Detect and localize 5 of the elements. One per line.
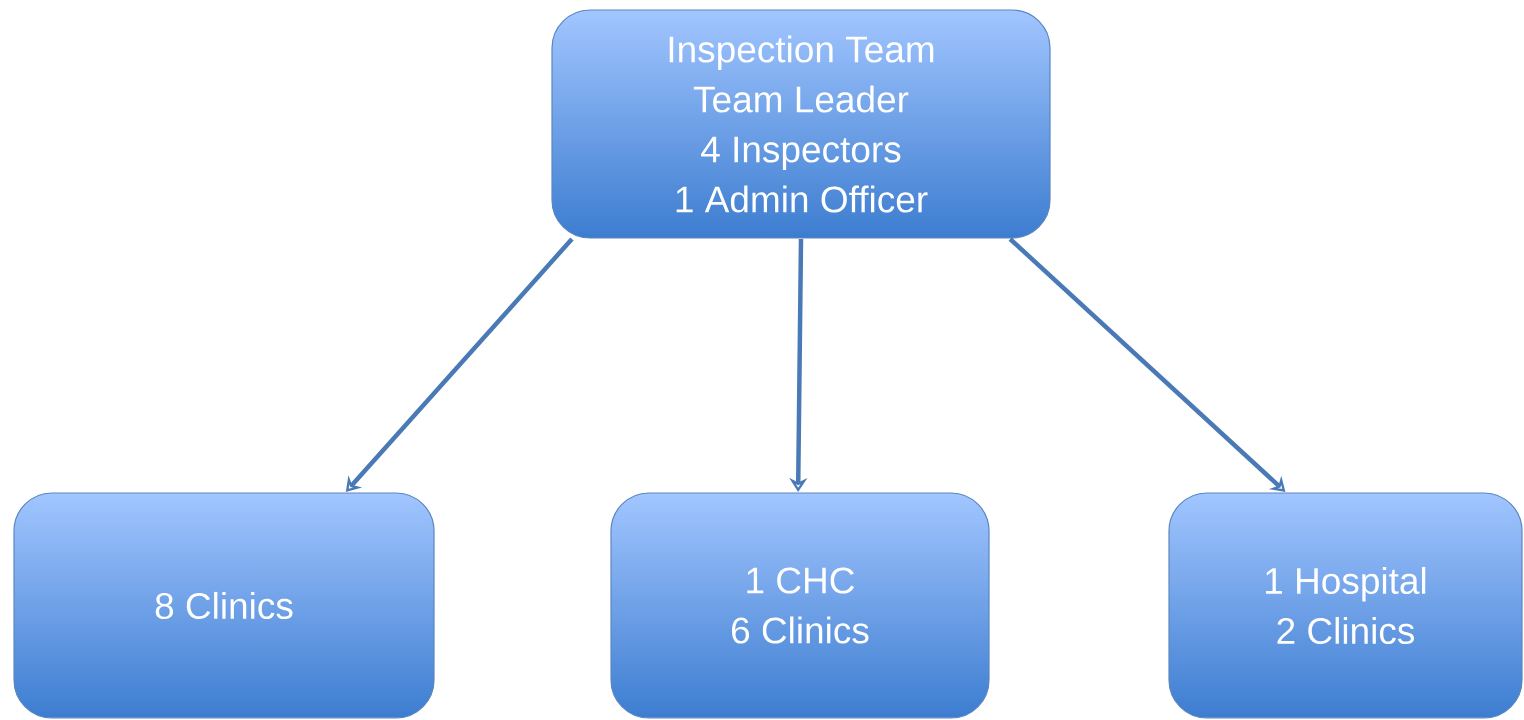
org-box: Inspection Team Team Leader 4 Inspectors 1 Admin Officer xyxy=(551,9,1051,239)
org-box: 1 CHC 6 Clinics xyxy=(610,492,990,719)
org-box: 8 Clinics xyxy=(13,492,435,719)
org-box: 1 Hospital 2 Clinics xyxy=(1168,492,1523,719)
arrow xyxy=(1008,237,1286,492)
